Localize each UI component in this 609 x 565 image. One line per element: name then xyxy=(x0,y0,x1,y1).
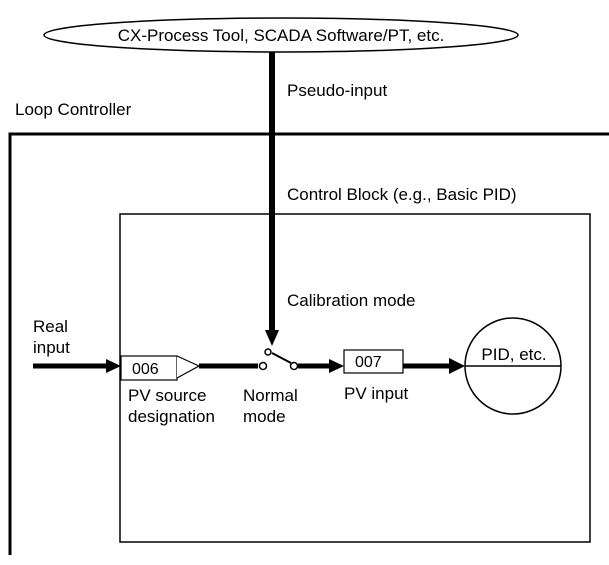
real-input-label-line1: Real xyxy=(33,317,68,336)
switch-calibration-contact xyxy=(264,348,272,356)
pseudo-input-arrow xyxy=(265,52,279,346)
mode-switch xyxy=(258,348,299,371)
pv-input-code: 007 xyxy=(355,354,382,371)
real-input-arrow xyxy=(33,359,121,373)
normal-mode-label-line2: mode xyxy=(243,407,286,426)
pv-source-label-line2: designation xyxy=(128,407,215,426)
pv-source-buffer-triangle xyxy=(176,355,201,379)
pv-source-label-line1: PV source xyxy=(128,386,206,405)
switch-output-contact xyxy=(289,361,299,371)
normal-mode-label-line1: Normal xyxy=(243,386,298,405)
pv-input-label: PV input xyxy=(344,384,409,403)
switch-normal-contact xyxy=(258,361,268,371)
loop-controller-label: Loop Controller xyxy=(15,100,132,119)
external-tool-label: CX-Process Tool, SCADA Software/PT, etc. xyxy=(118,26,445,45)
pv-source-block: 006 xyxy=(120,355,201,381)
calibration-mode-label: Calibration mode xyxy=(287,291,416,310)
control-block-label: Control Block (e.g., Basic PID) xyxy=(287,185,517,204)
pv-input-box xyxy=(343,349,404,374)
pid-label: PID, etc. xyxy=(481,345,546,364)
pv-source-code: 006 xyxy=(132,361,159,378)
external-tool-ellipse: CX-Process Tool, SCADA Software/PT, etc. xyxy=(43,17,519,53)
switch-lever xyxy=(271,352,292,364)
pv-source-box xyxy=(120,355,178,381)
real-input-label-line2: input xyxy=(33,338,70,357)
pseudo-input-label: Pseudo-input xyxy=(287,81,387,100)
switch-to-pv-input-arrow xyxy=(298,359,344,373)
pid-block: PID, etc. xyxy=(464,317,562,415)
pv-input-to-pid-arrow xyxy=(403,358,465,374)
control-block-frame xyxy=(119,213,591,543)
loop-controller-boundary xyxy=(8,132,609,555)
